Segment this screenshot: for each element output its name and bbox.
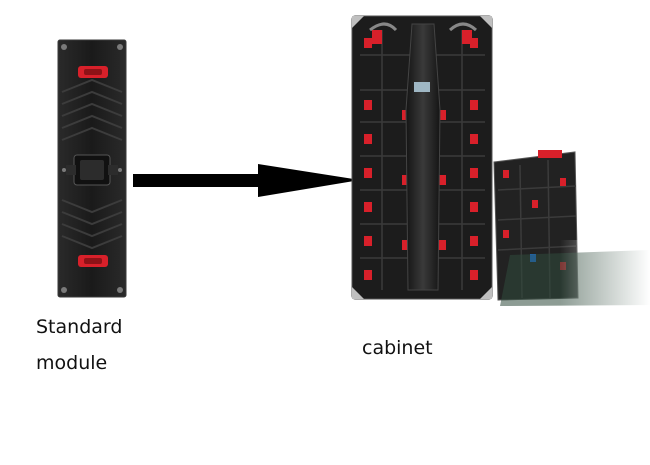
standard-module-label: Standard module [36,309,122,381]
arrow-right-icon [133,164,360,197]
cabinet-image [352,16,492,299]
standard-module-label-line1: Standard [36,309,122,345]
standard-module-label-line2: module [36,345,122,381]
cabinet-label: cabinet [362,330,433,366]
standard-module-image [58,40,126,297]
cabinet-side-image [494,150,650,310]
